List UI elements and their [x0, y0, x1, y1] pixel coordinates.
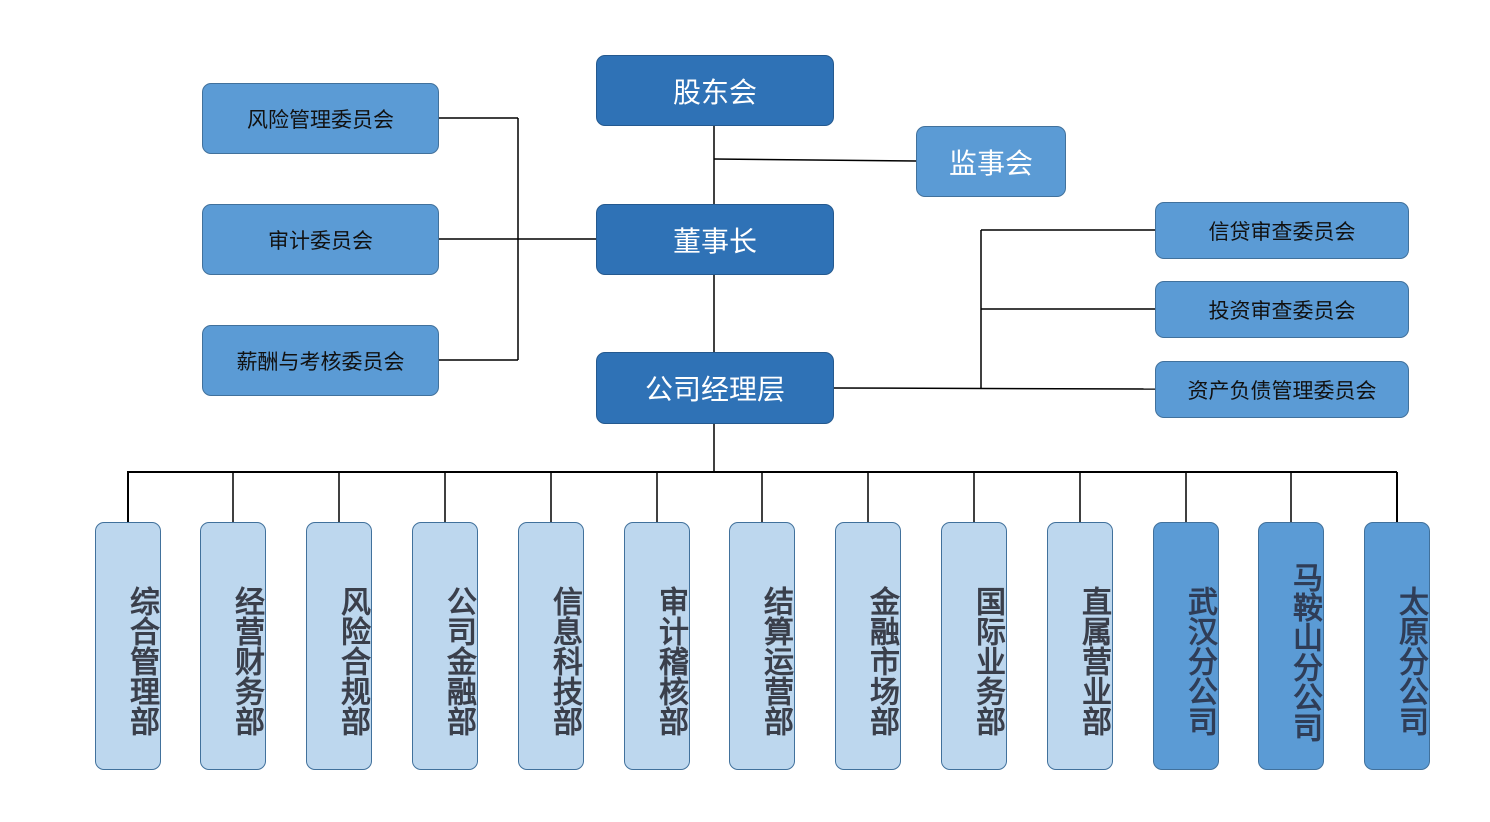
audit-committee-box: 审计委员会: [202, 204, 439, 275]
department-box: 金融市场部: [835, 522, 901, 770]
branch-box: 太原分公司: [1364, 522, 1430, 770]
department-box: 直属营业部: [1047, 522, 1113, 770]
credit-review-committee-label: 信贷审查委员会: [1208, 219, 1356, 244]
compensation-committee-label: 薪酬与考核委员会: [236, 349, 405, 374]
branch-label: 武汉分公司: [1182, 586, 1217, 736]
asset-liability-committee-box: 资产负债管理委员会: [1155, 361, 1409, 418]
chairman-box: 董事长: [596, 204, 834, 275]
department-label: 风险合规部: [335, 586, 370, 736]
supervisory-board-label: 监事会: [948, 146, 1033, 180]
department-box: 综合管理部: [95, 522, 161, 770]
supervisory-board-box: 监事会: [916, 126, 1066, 197]
branch-box: 马鞍山分公司: [1258, 522, 1324, 770]
department-label: 国际业务部: [970, 586, 1005, 736]
investment-review-committee-box: 投资审查委员会: [1155, 281, 1409, 338]
shareholders-meeting-label: 股东会: [672, 75, 757, 109]
department-box: 风险合规部: [306, 522, 372, 770]
department-label: 公司金融部: [441, 586, 476, 736]
department-label: 金融市场部: [864, 586, 899, 736]
management-label: 公司经理层: [644, 373, 785, 406]
line-supervisors: [713, 158, 917, 162]
credit-review-committee-box: 信贷审查委员会: [1155, 202, 1409, 259]
department-label: 综合管理部: [124, 586, 159, 736]
asset-liability-committee-label: 资产负债管理委员会: [1187, 378, 1377, 403]
department-box: 审计稽核部: [624, 522, 690, 770]
audit-committee-label: 审计委员会: [268, 228, 373, 253]
department-box: 经营财务部: [200, 522, 266, 770]
chairman-label: 董事长: [672, 224, 757, 258]
branch-label: 太原分公司: [1393, 586, 1428, 736]
risk-management-committee-box: 风险管理委员会: [202, 83, 439, 154]
branch-label: 马鞍山分公司: [1287, 562, 1322, 742]
management-box: 公司经理层: [596, 352, 834, 424]
department-label: 结算运营部: [758, 586, 793, 736]
branch-box: 武汉分公司: [1153, 522, 1219, 770]
department-box: 结算运营部: [729, 522, 795, 770]
risk-management-committee-label: 风险管理委员会: [247, 107, 394, 132]
department-label: 审计稽核部: [653, 586, 688, 736]
department-label: 经营财务部: [229, 586, 264, 736]
department-label: 直属营业部: [1076, 586, 1111, 736]
shareholders-meeting-box: 股东会: [596, 55, 834, 126]
investment-review-committee-label: 投资审查委员会: [1208, 298, 1356, 323]
line-alm-committee: [833, 387, 1156, 390]
department-box: 信息科技部: [518, 522, 584, 770]
compensation-committee-box: 薪酬与考核委员会: [202, 325, 439, 396]
department-box: 国际业务部: [941, 522, 1007, 770]
department-box: 公司金融部: [412, 522, 478, 770]
department-label: 信息科技部: [547, 586, 582, 736]
